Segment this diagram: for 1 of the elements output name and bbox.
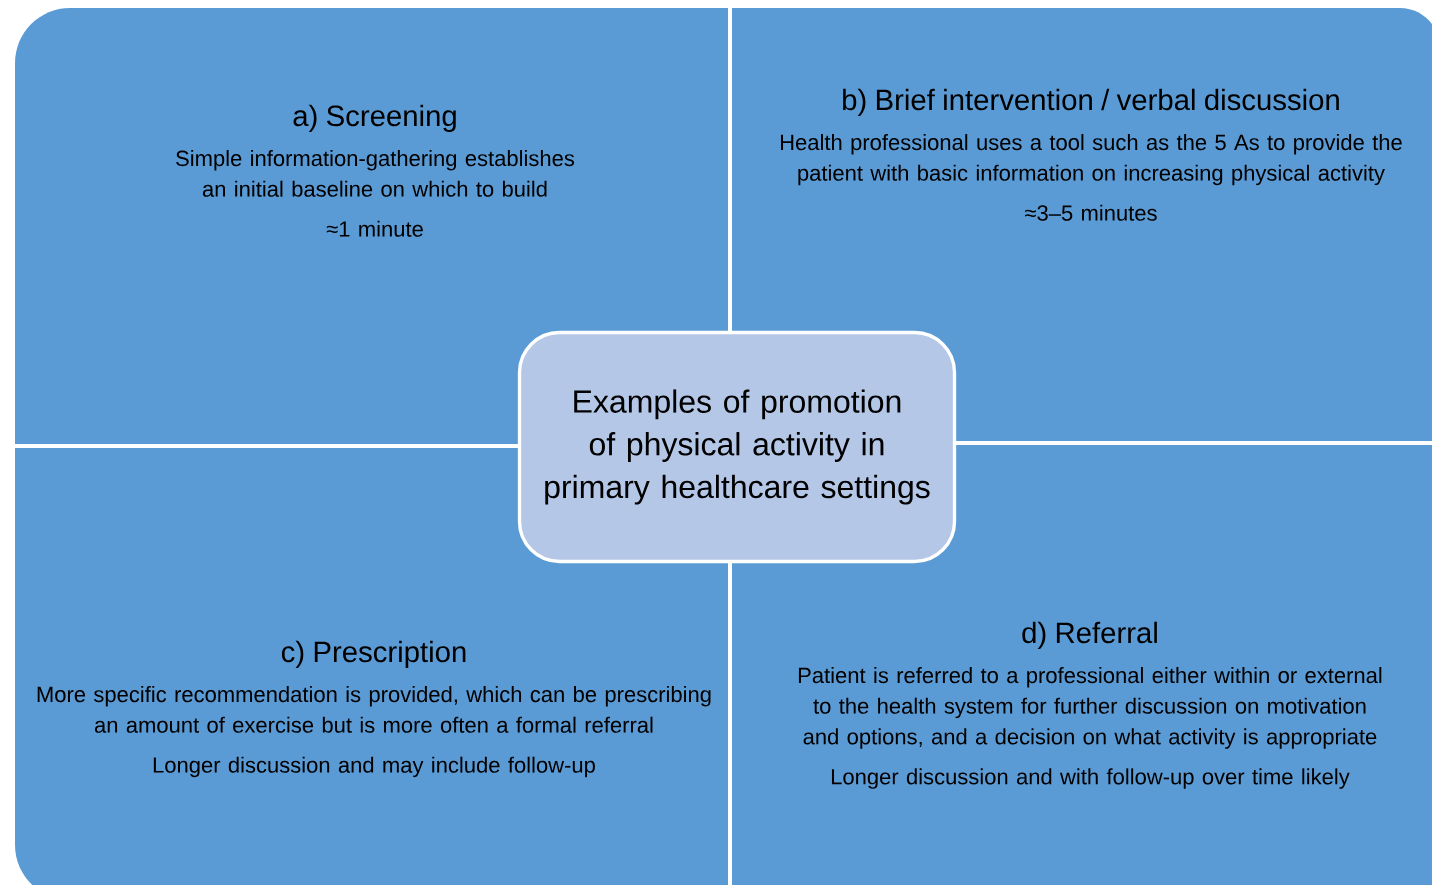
center-box: Examples of promotion of physical activity in primary healthcare settings	[517, 330, 957, 564]
